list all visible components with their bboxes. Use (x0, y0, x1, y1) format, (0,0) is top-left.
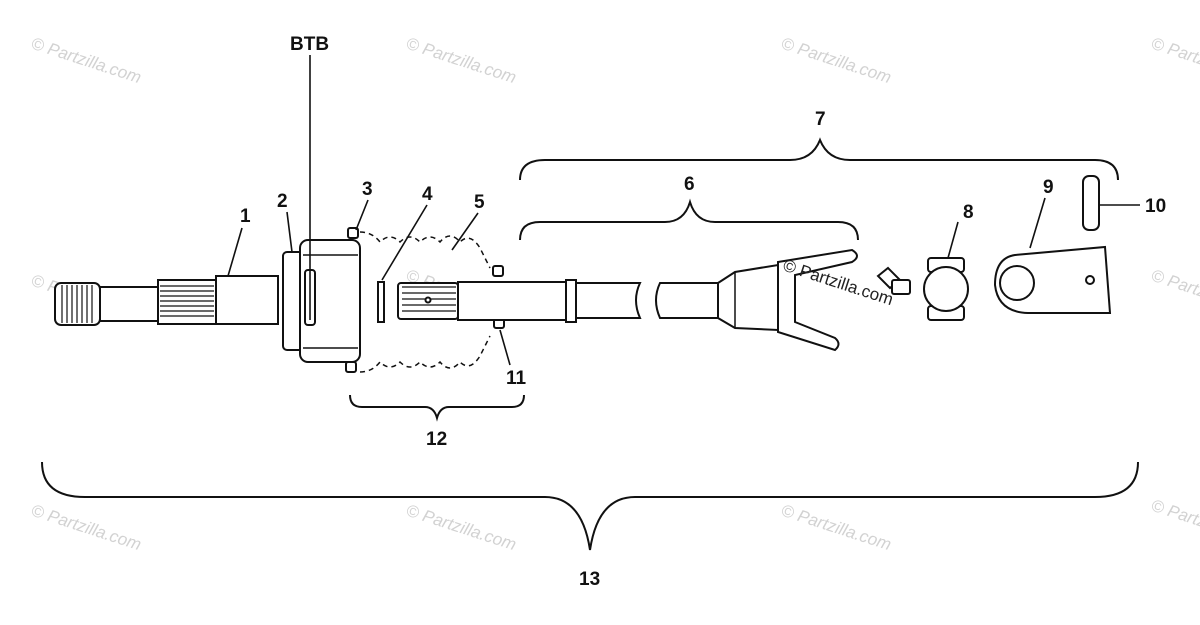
watermark: © Partzilla.com (779, 34, 894, 87)
label-part-8: 8 (963, 202, 974, 223)
label-part-4: 4 (422, 184, 433, 205)
label-part-5: 5 (474, 192, 485, 213)
brace-6 (519, 198, 859, 241)
part-3-clamp (345, 227, 359, 373)
label-part-1: 1 (240, 206, 251, 227)
watermark: © Partzilla.com (29, 34, 144, 87)
brace-7 (519, 137, 1119, 181)
watermark: © Partzilla.com (1149, 34, 1200, 87)
brace-13 (41, 461, 1139, 551)
brace-12 (349, 394, 525, 422)
label-part-2: 2 (277, 191, 288, 212)
label-part-7: 7 (815, 109, 826, 130)
label-part-9: 9 (1043, 177, 1054, 198)
watermark: © Partzilla.com (779, 501, 894, 554)
part-labels: BTB 1 2 3 4 5 6 7 8 9 10 11 12 13 (240, 34, 1166, 590)
label-btb: BTB (290, 34, 329, 55)
watermark: © Partzilla.com (1149, 266, 1200, 319)
label-part-12: 12 (426, 429, 447, 450)
grease-fitting (876, 266, 911, 295)
watermark: © Partzilla.com (404, 501, 519, 554)
part-9-yoke (993, 245, 1112, 314)
part-1-stub-shaft (54, 275, 279, 326)
label-part-11: 11 (506, 368, 527, 389)
part-4-snap-ring (377, 281, 385, 323)
label-part-10: 10 (1145, 196, 1166, 217)
watermark: © Partzilla.com (404, 34, 519, 87)
label-part-6: 6 (684, 174, 695, 195)
leader-lines (227, 55, 1140, 366)
part-2-cv-joint-housing (282, 239, 361, 363)
part-6-shaft-yoke (397, 248, 858, 352)
label-part-13: 13 (579, 569, 600, 590)
braces (41, 137, 1139, 551)
part-8-u-joint-cross (923, 257, 969, 321)
watermark: © Partzilla.com (1149, 496, 1200, 549)
label-part-3: 3 (362, 179, 373, 200)
watermark: © Partzilla.com (29, 501, 144, 554)
part-10-pin (1082, 175, 1100, 231)
